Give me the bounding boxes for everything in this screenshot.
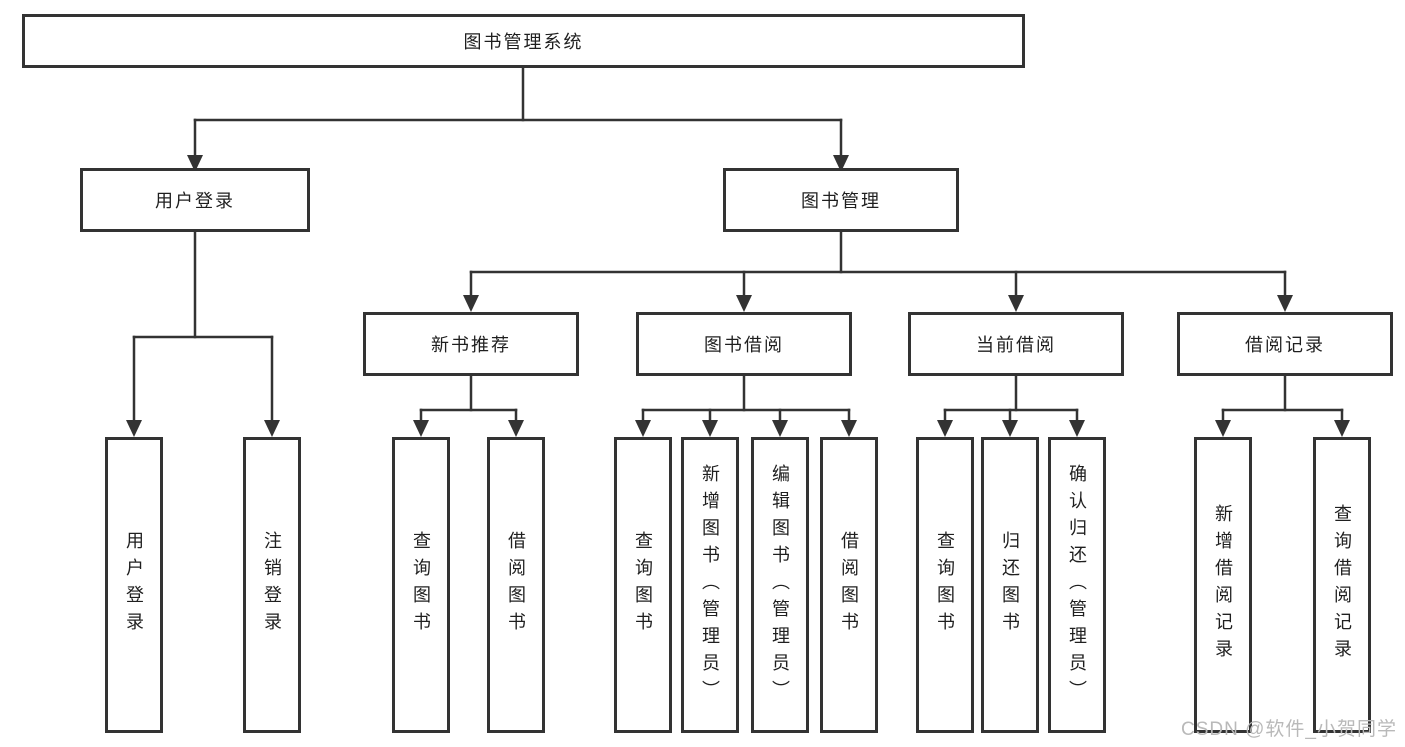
node-borrow-records-label: 借阅记录: [1245, 335, 1325, 355]
node-root-system: 图书管理系统: [22, 14, 1025, 68]
leaf-borrow-books-recommend-label: 借阅图书: [506, 531, 526, 639]
connector-user-login-to-leaves: [126, 230, 280, 437]
connector-current-borrow-to-leaves: [937, 374, 1085, 437]
node-book-borrow: 图书借阅: [636, 312, 852, 376]
node-book-borrow-label: 图书借阅: [704, 335, 784, 355]
leaf-edit-book-admin: 编辑图书（管理员）: [751, 437, 809, 733]
node-book-management-label: 图书管理: [801, 191, 881, 211]
node-new-book-recommend-label: 新书推荐: [431, 335, 511, 355]
node-borrow-records: 借阅记录: [1177, 312, 1393, 376]
leaf-borrow-books-label: 借阅图书: [839, 531, 859, 639]
leaf-user-login-label: 用户登录: [124, 531, 144, 639]
leaf-query-books-current-label: 查询图书: [935, 531, 955, 639]
leaf-query-books-recommend-label: 查询图书: [411, 531, 431, 639]
leaf-query-books-borrow-label: 查询图书: [633, 531, 653, 639]
leaf-query-borrow-record-label: 查询借阅记录: [1332, 504, 1352, 666]
leaf-query-books-current: 查询图书: [916, 437, 974, 733]
connector-book-borrow-to-leaves: [635, 374, 857, 437]
node-current-borrow-label: 当前借阅: [976, 335, 1056, 355]
connector-new-book-recommend-to-leaves: [413, 374, 524, 437]
node-user-login: 用户登录: [80, 168, 310, 232]
leaf-add-borrow-record-label: 新增借阅记录: [1213, 504, 1233, 666]
leaf-return-book-label: 归还图书: [1000, 531, 1020, 639]
leaf-query-books-recommend: 查询图书: [392, 437, 450, 733]
leaf-return-book: 归还图书: [981, 437, 1039, 733]
node-user-login-label: 用户登录: [155, 191, 235, 211]
connector-book-mgmt-to-level3: [463, 230, 1293, 312]
csdn-watermark: CSDN @软件_小贺同学: [1181, 719, 1397, 740]
leaf-query-books-borrow: 查询图书: [614, 437, 672, 733]
node-root-system-label: 图书管理系统: [463, 32, 584, 52]
leaf-add-book-admin-label: 新增图书（管理员）: [700, 463, 720, 707]
leaf-query-borrow-record: 查询借阅记录: [1313, 437, 1371, 733]
leaf-borrow-books-recommend: 借阅图书: [487, 437, 545, 733]
connector-root-to-level2: [187, 66, 849, 172]
node-new-book-recommend: 新书推荐: [363, 312, 579, 376]
leaf-add-borrow-record: 新增借阅记录: [1194, 437, 1252, 733]
leaf-confirm-return-admin: 确认归还（管理员）: [1048, 437, 1106, 733]
connector-borrow-records-to-leaves: [1215, 374, 1350, 437]
leaf-edit-book-admin-label: 编辑图书（管理员）: [770, 463, 790, 707]
leaf-confirm-return-admin-label: 确认归还（管理员）: [1067, 463, 1087, 707]
leaf-add-book-admin: 新增图书（管理员）: [681, 437, 739, 733]
leaf-logout-label: 注销登录: [262, 531, 282, 639]
leaf-borrow-books: 借阅图书: [820, 437, 878, 733]
node-book-management: 图书管理: [723, 168, 959, 232]
leaf-user-login: 用户登录: [105, 437, 163, 733]
leaf-logout: 注销登录: [243, 437, 301, 733]
node-current-borrow: 当前借阅: [908, 312, 1124, 376]
